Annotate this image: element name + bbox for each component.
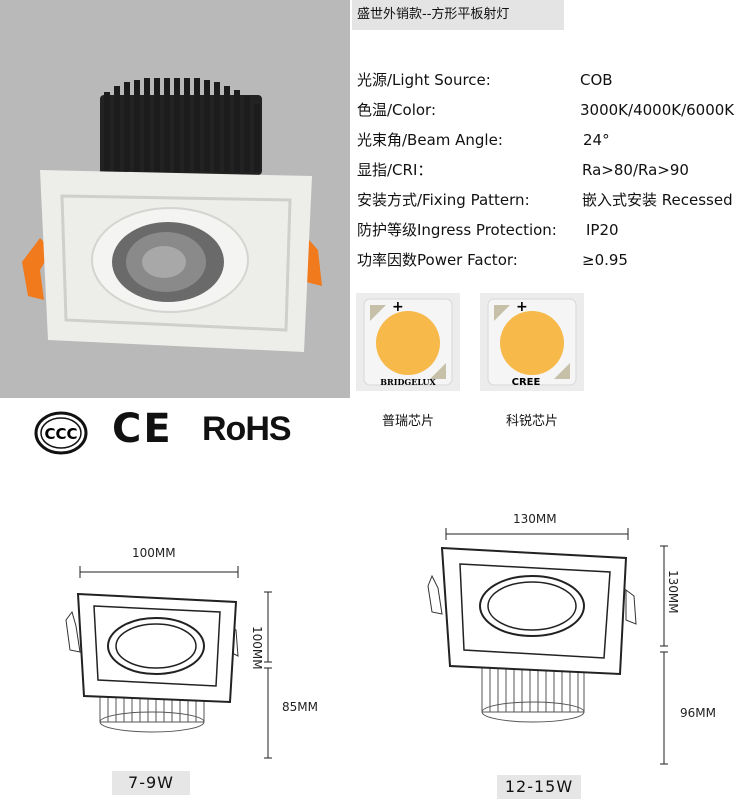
spec-label-power-factor: 功率因数Power Factor: [357, 251, 518, 269]
spec-label-beam-angle: 光束角/Beam Angle: [357, 131, 503, 149]
chip-caption-cree: 科锐芯片 [505, 414, 558, 429]
chip-card-bridgelux: + BRIDGELUX [356, 293, 460, 391]
spec-value-power-factor: ≥0.95 [582, 251, 628, 269]
small-lamp-width-label: 100MM [132, 546, 176, 560]
ccc-text: CCC [44, 425, 77, 443]
spec-label-light-source: 光源/Light Source: [357, 71, 491, 89]
heatsink [100, 78, 262, 175]
product-photo [0, 0, 350, 398]
ce-logo: CE [112, 406, 173, 452]
spec-label-cri: 显指/CRI： [357, 161, 433, 179]
small-lamp-height-label: 100MM [250, 626, 264, 670]
spec-value-light-source: COB [580, 71, 613, 89]
spec-label-ingress-protection: 防护等级Ingress Protection: [357, 221, 557, 239]
large-lamp-wattage: 12-15W [497, 775, 581, 799]
large-lamp-height-label: 130MM [666, 570, 680, 614]
spec-value-color: 3000K/4000K/6000K [580, 101, 735, 119]
spec-value-cri: Ra>80/Ra>90 [582, 161, 689, 179]
chip-card-cree: + CREE [480, 293, 584, 391]
large-lamp-depth-label: 96MM [680, 706, 716, 720]
downlight-illustration [22, 78, 322, 352]
small-lamp-wattage: 7-9W [112, 771, 190, 795]
spec-value-beam-angle: 24° [583, 131, 610, 149]
spec-value-fixing-pattern: 嵌入式安装 Recessed [582, 191, 733, 209]
spec-label-fixing-pattern: 安装方式/Fixing Pattern: [357, 191, 530, 209]
ccc-logo: CCC [34, 410, 88, 456]
large-lamp-width-label: 130MM [513, 512, 557, 526]
product-title: 盛世外销款--方形平板射灯 [352, 0, 564, 30]
chip-plus-sign: + [392, 299, 404, 315]
rohs-logo: RoHS [202, 410, 292, 448]
chip-caption-bridgelux: 普瑞芯片 [381, 414, 434, 429]
spec-label-color: 色温/Color: [357, 101, 437, 119]
large-lamp-drawing [427, 528, 668, 765]
small-lamp-depth-label: 85MM [282, 700, 318, 714]
cob-emitter [376, 311, 440, 375]
chip-brand-text: BRIDGELUX [380, 377, 436, 387]
small-lamp-drawing [65, 566, 272, 759]
chip-plus-sign: + [516, 299, 528, 315]
spec-value-ingress-protection: IP20 [586, 221, 619, 239]
chip-brand-text: CREE [512, 377, 541, 388]
cob-emitter [500, 311, 564, 375]
